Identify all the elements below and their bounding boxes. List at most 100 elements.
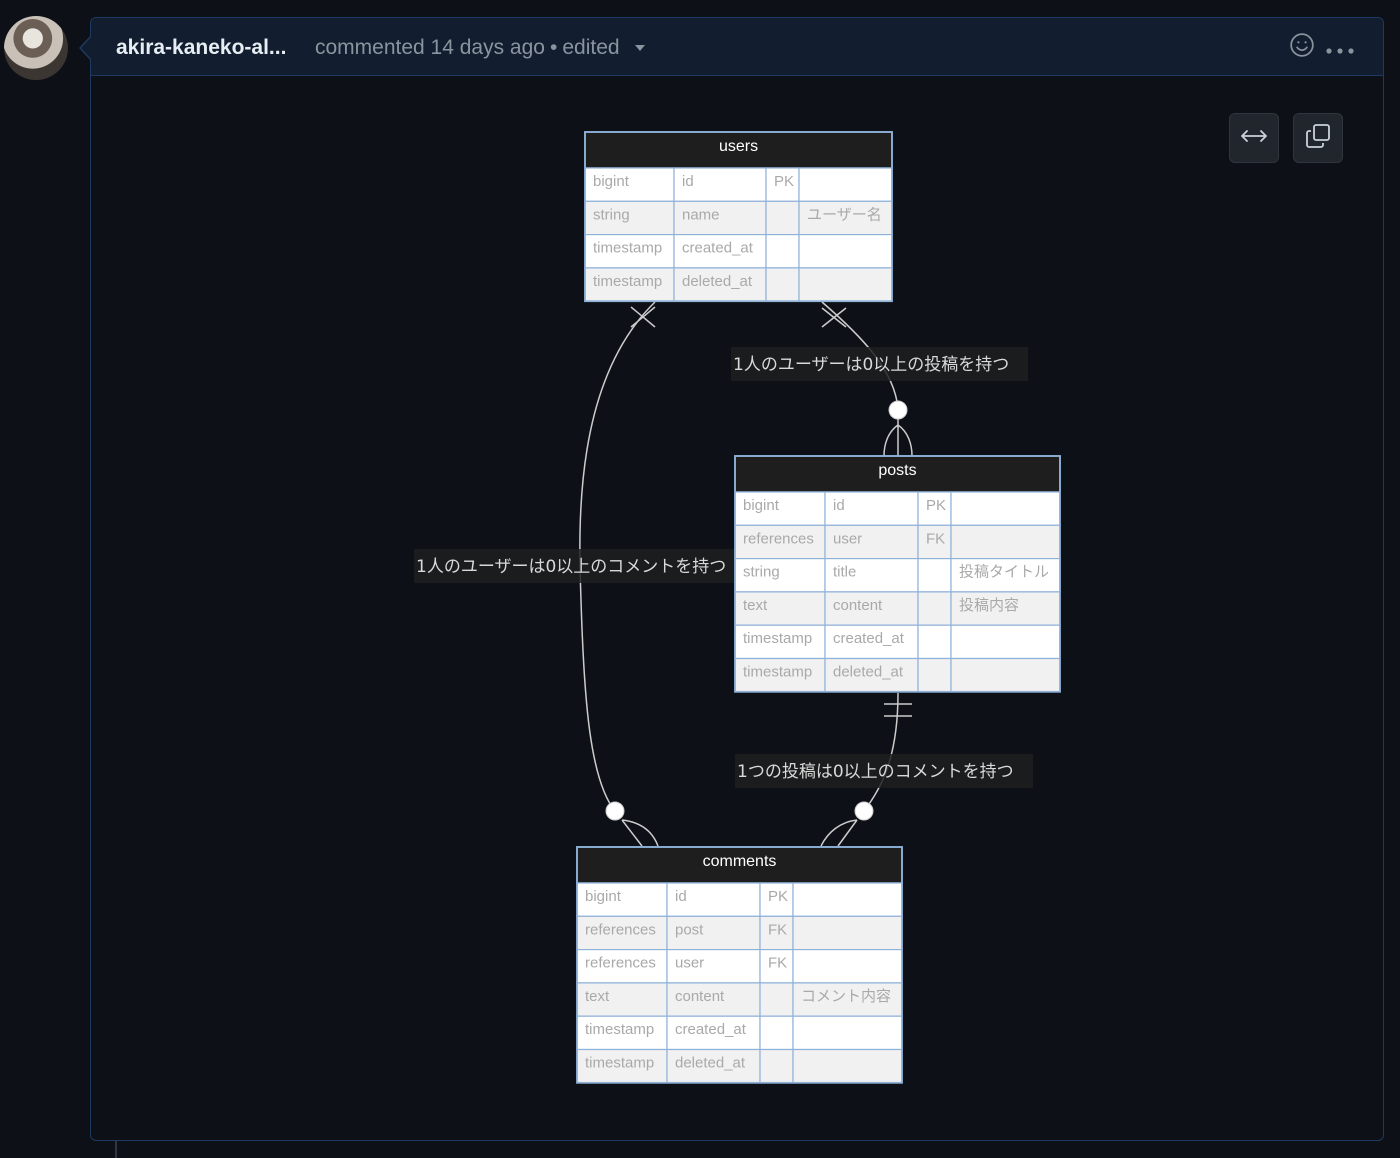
edited-label: edited [562, 36, 620, 59]
entity-cell [798, 234, 893, 269]
entity-cell [824, 524, 919, 560]
entity-cell-text: timestamp [585, 1021, 654, 1038]
expand-button[interactable] [1229, 113, 1279, 163]
entity-header [584, 131, 893, 169]
entity-cell [950, 591, 1061, 626]
entity-cell [917, 657, 952, 693]
entity-cell [792, 882, 903, 917]
entity-cell-text: id [833, 497, 845, 514]
kebab-horizontal-icon[interactable] [1325, 42, 1355, 60]
copy-icon [1305, 123, 1331, 154]
comment-timestamp[interactable]: commented 14 days ago [315, 36, 545, 59]
entity-cell-text: deleted_at [833, 664, 904, 681]
entity-cell-text: id [675, 888, 687, 905]
entity-cell-text: deleted_at [682, 273, 753, 290]
entity-cell-text: ユーザー名 [807, 206, 882, 223]
entity-cell-text: FK [768, 921, 787, 938]
entity-cell [792, 948, 903, 984]
relation-lines [579, 301, 913, 847]
cardinality-zero-mark [888, 400, 908, 420]
entity-cell-text: created_at [682, 240, 754, 257]
copy-button[interactable] [1293, 113, 1343, 163]
entity-cell-text: bigint [585, 888, 622, 905]
entity-cell [950, 557, 1061, 593]
entity-cell-text: text [585, 988, 610, 1005]
comment-author[interactable]: akira-kaneko-al... [116, 36, 287, 59]
entity-cell [765, 234, 800, 269]
entity-title: posts [878, 462, 916, 479]
entity-cell [759, 982, 794, 1017]
entity-cell [765, 167, 800, 202]
edited-dropdown[interactable]: edited [562, 36, 645, 59]
arrows-horizontal-icon [1240, 128, 1268, 149]
entity-cell [666, 1048, 761, 1084]
entity-cell [798, 267, 893, 302]
entity-cell [666, 1015, 761, 1051]
comment-header: akira-kaneko-al... commented 14 days ago… [91, 18, 1383, 76]
entity-cell [792, 915, 903, 951]
entity-cell-text: deleted_at [675, 1055, 746, 1072]
entity-cell-text: FK [768, 955, 787, 972]
comment-caret-fill [81, 36, 92, 60]
entity-cell [917, 591, 952, 626]
entity-cell [950, 657, 1061, 693]
entity-cell [576, 948, 668, 984]
chevron-down-icon [634, 45, 645, 52]
entity-cell-text: user [675, 955, 704, 972]
entity-cell [759, 915, 794, 951]
entity-cell [824, 657, 919, 693]
relation-label-text: 1人のユーザーは0以上の投稿を持つ [733, 355, 1009, 375]
entity-cell-text: user [833, 530, 862, 547]
cardinality-zero-mark [854, 801, 874, 821]
entity-border [576, 846, 903, 1084]
entity-cell [917, 624, 952, 660]
entity-cell [950, 624, 1061, 660]
relation-label-text: 1つの投稿は0以上のコメントを持つ [737, 762, 1014, 782]
entity-cell-text: name [682, 206, 720, 223]
entity-cell-text: references [585, 955, 656, 972]
entity-cell [917, 557, 952, 593]
entity-cell [765, 200, 800, 236]
entity-border [584, 131, 893, 303]
entity-cell [759, 948, 794, 984]
entity-cell [584, 167, 675, 202]
entity-cell [673, 167, 767, 202]
entity-cell [792, 982, 903, 1017]
avatar[interactable] [4, 16, 68, 80]
entity-cell [576, 915, 668, 951]
entity-title: comments [703, 853, 777, 870]
entity-cell [824, 624, 919, 660]
smiley-icon[interactable] [1289, 32, 1315, 63]
entity-cell [765, 267, 800, 302]
entity-cell-text: PK [768, 888, 788, 905]
entity-cell-text: content [833, 597, 883, 614]
cardinality-many-mark [883, 419, 913, 457]
entity-cell-text: text [743, 597, 768, 614]
entity-cell-text: PK [774, 173, 794, 190]
comment-meta: commented 14 days ago•edited [315, 36, 650, 60]
entity-cell-text: 投稿タイトル [959, 564, 1049, 581]
entity-cell [798, 200, 893, 236]
entity-cell [759, 1048, 794, 1084]
entity-cell-text: bigint [743, 497, 780, 514]
entity-cell-text: コメント内容 [801, 988, 891, 1005]
entity-cell [792, 1048, 903, 1084]
cardinality-many-mark [820, 819, 858, 847]
entity-cell-text: FK [926, 530, 945, 547]
cardinality-one-mark [630, 306, 656, 328]
entity-header [734, 455, 1061, 493]
entity-cell-text: 投稿内容 [959, 597, 1019, 614]
entity-title: users [719, 138, 758, 155]
entity-cell-text: bigint [593, 173, 630, 190]
entity-cell [673, 234, 767, 269]
entity-cell-text: timestamp [743, 630, 812, 647]
entity-cell-text: id [682, 173, 694, 190]
entity-cell-text: post [675, 921, 704, 938]
entity-cell [950, 491, 1061, 526]
meta-separator: • [549, 36, 558, 59]
entity-cell-text: PK [926, 497, 946, 514]
entity-cell-text: string [743, 564, 780, 581]
